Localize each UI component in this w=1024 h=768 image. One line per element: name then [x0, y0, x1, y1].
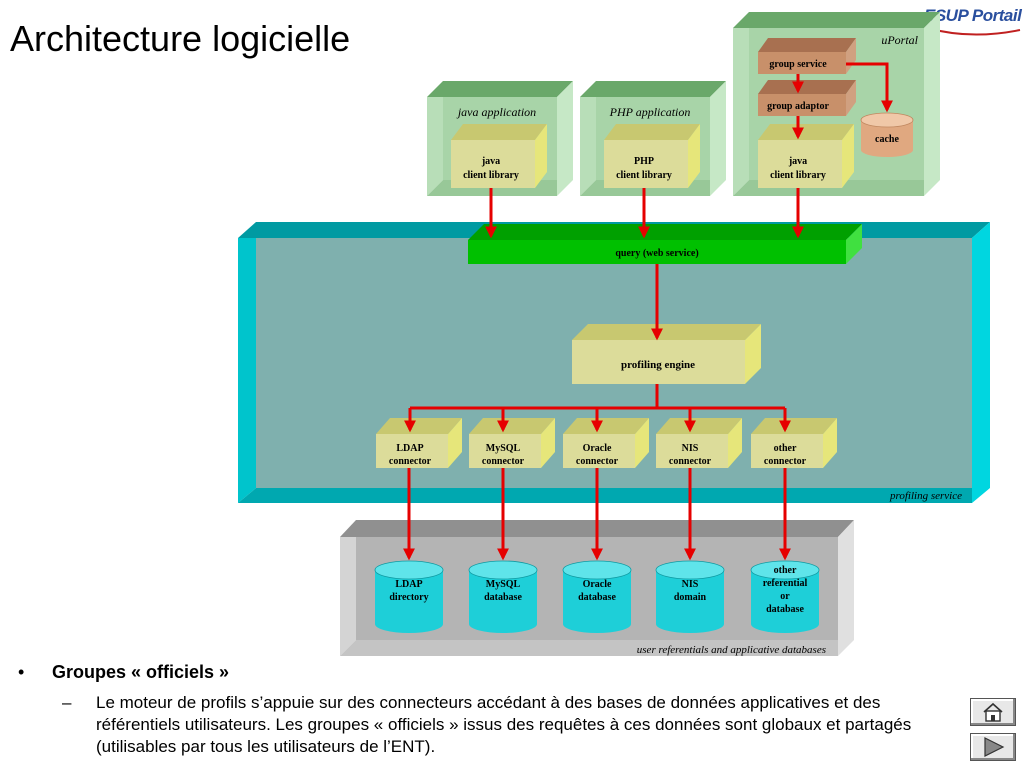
database-nis-line2: domain: [674, 592, 707, 603]
bullet-dash: –: [62, 693, 72, 712]
group-adaptor-label: group adaptor: [767, 101, 829, 112]
connector-oracle: Oracle connector: [563, 418, 649, 468]
connector-oracle-line1: Oracle: [583, 443, 612, 454]
uportal-client-library-line1: java: [788, 156, 807, 167]
uportal-client-library-box: java client library: [758, 124, 854, 188]
connector-nis-line2: connector: [669, 456, 712, 467]
query-label: query (web service): [615, 248, 698, 259]
logo-swoosh: [927, 27, 1021, 36]
connector-oracle-line2: connector: [576, 456, 619, 467]
databases-label: user referentials and applicative databa…: [637, 644, 826, 656]
database-oracle-line2: database: [578, 592, 616, 603]
arrows: [403, 62, 893, 561]
database-mysql-line1: MySQL: [486, 579, 521, 590]
home-icon: [983, 702, 1003, 722]
java-application-label: java application: [456, 105, 536, 119]
bullet-marker: •: [18, 662, 25, 682]
connector-nis-line1: NIS: [682, 443, 699, 454]
profiling-engine-box: profiling engine: [572, 324, 761, 384]
database-other: other referential or database: [750, 560, 820, 633]
profiling-engine-label: profiling engine: [621, 359, 695, 371]
query-web-service-bar: query (web service): [468, 224, 862, 264]
connector-mysql: MySQL connector: [469, 418, 555, 468]
database-ldap-line2: directory: [389, 592, 428, 603]
architecture-diagram: profiling service user referentials and …: [238, 12, 1021, 656]
php-client-library-box: PHP client library: [604, 124, 700, 188]
logo-text: ESUP Portail: [924, 6, 1022, 25]
database-other-line1: other: [774, 565, 797, 576]
group-service-box: group service: [758, 38, 856, 74]
database-ldap-directory: LDAP directory: [374, 560, 444, 633]
database-nis-line1: NIS: [682, 579, 699, 590]
group-adaptor-box: group adaptor: [758, 80, 856, 116]
database-mysql-line2: database: [484, 592, 522, 603]
database-other-line4: database: [766, 604, 804, 615]
connector-ldap: LDAP connector: [376, 418, 462, 468]
connector-other: other connector: [751, 418, 837, 468]
page-title: Architecture logicielle: [10, 18, 351, 59]
php-client-library-line2: client library: [616, 170, 672, 181]
cache-label: cache: [875, 134, 899, 145]
connector-ldap-line2: connector: [389, 456, 432, 467]
connector-ldap-line1: LDAP: [396, 443, 423, 454]
cache-cylinder: cache: [860, 112, 914, 157]
database-oracle-line1: Oracle: [583, 579, 612, 590]
database-nis-domain: NIS domain: [655, 560, 725, 633]
connector-nis: NIS connector: [656, 418, 742, 468]
connector-mysql-line2: connector: [482, 456, 525, 467]
php-application-label: PHP application: [609, 105, 691, 119]
bullet-level1-text: Groupes « officiels »: [52, 662, 230, 682]
connector-mysql-line1: MySQL: [486, 443, 521, 454]
next-slide-button[interactable]: [970, 733, 1016, 761]
esup-portail-logo: ESUP Portail: [924, 6, 1022, 26]
group-service-label: group service: [769, 59, 827, 70]
uportal-client-library-line2: client library: [770, 170, 826, 181]
connector-other-line2: connector: [764, 456, 807, 467]
uportal-label: uPortal: [881, 33, 918, 47]
arrow-group-service-to-cache: [846, 62, 893, 113]
java-client-library-box: java client library: [451, 124, 547, 188]
database-mysql: MySQL database: [468, 560, 538, 633]
profiling-service-label: profiling service: [889, 490, 962, 502]
connector-other-line1: other: [774, 443, 797, 454]
java-client-library-line1: java: [481, 156, 500, 167]
java-client-library-line2: client library: [463, 170, 519, 181]
bullet-level2-text: Le moteur de profils s’appuie sur des co…: [96, 693, 912, 756]
play-right-icon: [984, 737, 1005, 757]
php-client-library-line1: PHP: [634, 156, 654, 167]
database-other-line3: or: [780, 591, 790, 602]
home-button[interactable]: [970, 698, 1016, 726]
database-ldap-line1: LDAP: [395, 579, 422, 590]
database-oracle: Oracle database: [562, 560, 632, 633]
database-other-line2: referential: [763, 578, 808, 589]
